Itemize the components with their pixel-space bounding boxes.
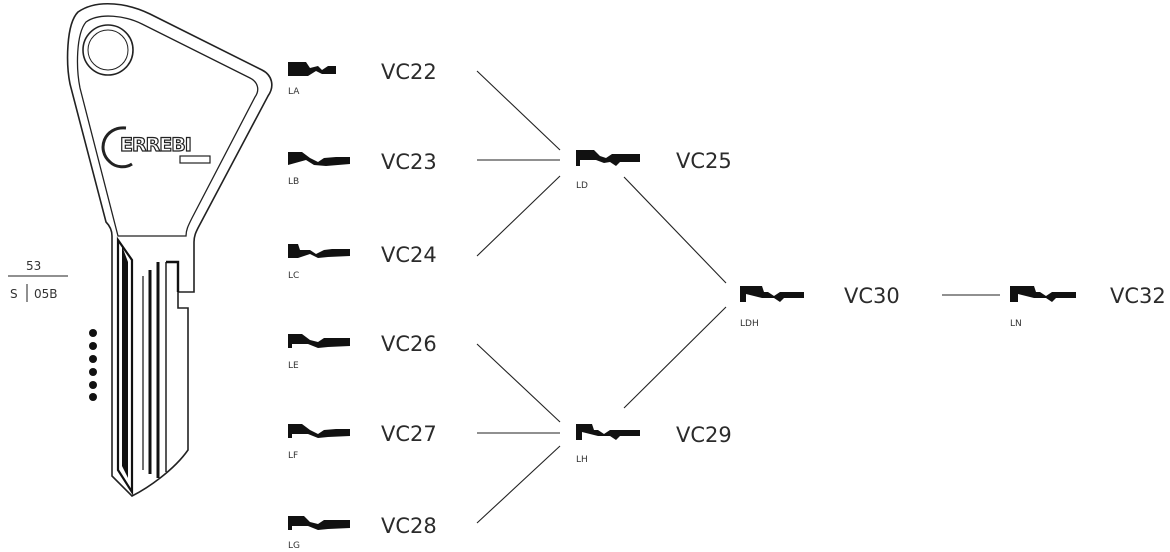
key-profile-icon [288,244,350,258]
edge-vc24-vc25 [476,175,561,257]
key-illustration: ERREBI [66,2,273,497]
key-ring-hole-inner [87,29,129,71]
profile-node: LD VC25 [576,149,732,191]
spec-side-left: S [10,287,18,301]
key-profile-icon [288,516,350,530]
key-profile-icon [1010,286,1076,302]
profile-code: VC32 [1110,284,1166,308]
profile-code: VC26 [381,332,437,356]
profile-code: VC24 [381,243,437,267]
connection-lines [476,70,1000,524]
profile-node: LH VC29 [576,423,732,465]
profile-id: LF [288,451,298,461]
edge-vc22-vc25 [476,70,561,151]
key-head-inner-outline [76,15,259,237]
profile-id: LN [1010,319,1022,329]
profile-id: LC [288,271,299,281]
key-profile-icon [288,152,350,166]
profile-node: LB VC23 [288,150,437,187]
profile-code: VC29 [676,423,732,447]
brand-logo: ERREBI [101,126,211,169]
key-profile-icon [288,334,350,348]
spec-side-right: 05B [34,287,58,301]
key-head-outline [66,2,273,497]
profile-id: LE [288,361,299,371]
key-profile-icon [576,150,640,166]
profile-node: LN VC32 [1010,284,1166,329]
key-ring-hole [82,24,134,76]
profile-node: LA VC22 [288,60,437,97]
profile-node: LG VC28 [288,514,437,551]
profile-code: VC30 [844,284,900,308]
key-profile-icon [288,424,350,438]
key-profile-icon [288,62,336,76]
brand-logo-text: ERREBI [120,134,191,156]
edge-vc28-vc29 [476,445,561,524]
key-blade-grooves [116,236,180,496]
profile-code: VC28 [381,514,437,538]
profile-id: LD [576,181,588,191]
edge-vc26-vc29 [476,343,561,423]
profile-id: LA [288,87,300,97]
profile-code: VC27 [381,422,437,446]
profile-node: LDH VC30 [740,284,900,329]
profile-node: LF VC27 [288,422,437,461]
profile-node: LE VC26 [288,332,437,371]
profile-id: LH [576,455,588,465]
profile-node: LC VC24 [288,243,437,281]
spec-number: 53 [26,259,41,273]
profile-code: VC25 [676,149,732,173]
cut-depth-dots [89,329,97,401]
profile-code: VC22 [381,60,437,84]
profile-id: LB [288,177,299,187]
key-profile-icon [576,424,640,440]
key-spec: 53 S 05B [8,259,68,302]
edge-vc29-vc30 [623,306,727,409]
profile-id: LG [288,541,300,551]
key-profile-icon [740,286,804,302]
edge-vc25-vc30 [623,176,727,284]
profile-nodes: LA VC22 LB VC23 LC VC24 LE VC26 LF VC27 [288,60,1166,551]
profile-id: LDH [740,319,759,329]
profile-code: VC23 [381,150,437,174]
